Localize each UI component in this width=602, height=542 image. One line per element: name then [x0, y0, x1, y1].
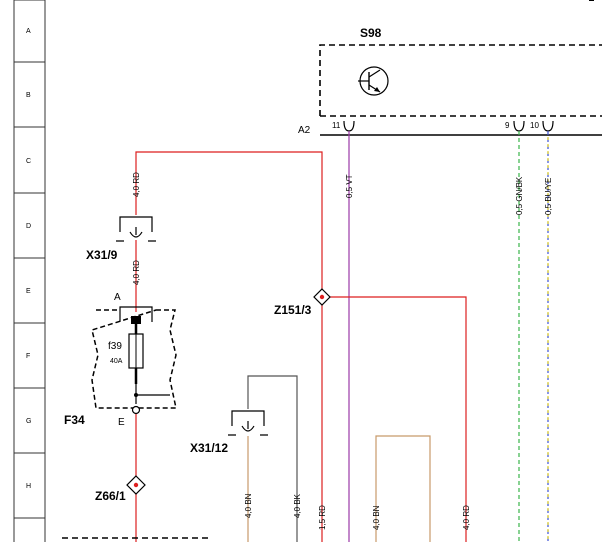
row-ruler: A B C D E F G H: [13, 0, 46, 542]
f34-label: F34: [64, 413, 85, 427]
wire-label: 4,0 RD: [132, 260, 141, 285]
wire-label: 4,0 RD: [462, 505, 471, 530]
wire-label: 0,5 BU/YE: [544, 178, 553, 215]
fuse-input-label: A: [114, 292, 121, 303]
row-label: E: [26, 288, 31, 295]
f34-fuse-holder: A E F34 f39 40A: [64, 292, 177, 428]
x31-9-connector: X31/9: [86, 216, 156, 262]
z151-3-label: Z151/3: [274, 303, 312, 317]
row-label: C: [26, 158, 31, 165]
wire-labels: 4,0 RD 4,0 RD 0,5 VT 0,5 GN/BK 0,5 BU/YE…: [132, 172, 553, 530]
z66-1-splice: Z66/1: [95, 475, 146, 503]
f39-label: f39: [108, 341, 122, 352]
x31-12-label: X31/12: [190, 441, 228, 455]
fuse-output-label: E: [118, 417, 125, 428]
row-label: H: [26, 483, 31, 490]
transistor-icon: [358, 66, 389, 96]
x31-9-label: X31/9: [86, 248, 118, 262]
wire-label: 4,0 BK: [293, 493, 302, 518]
s98-module: S98 A2 11 9 10: [298, 26, 602, 136]
pin-10-label: 10: [530, 121, 539, 130]
row-label: D: [26, 223, 31, 230]
row-label: F: [26, 353, 30, 360]
wire-label: 4,0 BN: [244, 493, 253, 518]
wire-label: 4,0 BN: [372, 505, 381, 530]
row-label: B: [26, 92, 31, 99]
red-wire-main: [135, 151, 467, 542]
z151-3-splice: Z151/3: [274, 288, 331, 317]
z66-1-label: Z66/1: [95, 489, 126, 503]
pin-9-label: 9: [505, 121, 510, 130]
wire-brown-loop: [375, 435, 431, 542]
a2-label: A2: [298, 125, 311, 136]
wire-label: 1,5 RD: [318, 505, 327, 530]
wire-label: 4,0 RD: [132, 172, 141, 197]
pin-11-label: 11: [332, 121, 341, 130]
s98-label: S98: [360, 26, 382, 40]
wire-label: 0,5 GN/BK: [515, 176, 524, 215]
wire-label: 0,5 VT: [345, 174, 354, 198]
x31-12-connector: X31/12: [190, 375, 298, 542]
row-label: G: [26, 418, 31, 425]
f39-rating: 40A: [110, 358, 123, 365]
row-label: A: [26, 28, 31, 35]
